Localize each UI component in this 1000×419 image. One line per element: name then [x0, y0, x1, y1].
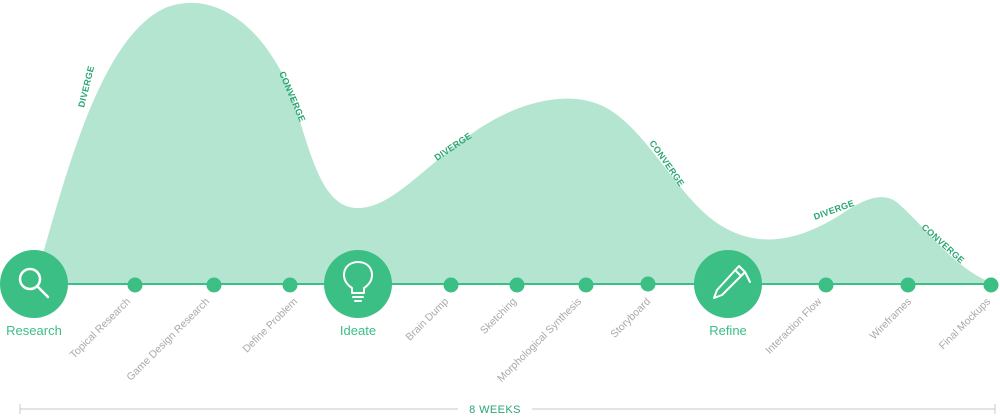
step-label-wireframes: Wireframes	[868, 296, 914, 342]
stage-research: Research	[0, 250, 68, 338]
step-dot-wireframes	[900, 277, 916, 293]
stage-ideate: Ideate	[324, 250, 392, 338]
step-dot-game-design-research	[206, 277, 222, 293]
stage-label-ideate: Ideate	[340, 323, 376, 338]
step-label-final-mockups: Final Mockups	[937, 296, 993, 352]
step-dot-sketching	[509, 277, 525, 293]
duration-label: 8 WEEKS	[469, 404, 521, 416]
process-curve	[34, 2, 995, 285]
stage-label-research: Research	[6, 323, 62, 338]
pen-icon	[713, 265, 751, 299]
step-dots	[127, 276, 999, 293]
step-label-sketching: Sketching	[478, 296, 519, 337]
magnifier-icon	[18, 267, 50, 299]
step-label-topical-research: Topical Research	[68, 296, 134, 362]
step-label-interaction-flow: Interaction Flow	[763, 295, 824, 356]
step-dot-morphological-synthesis	[578, 277, 594, 293]
step-dot-final-mockups	[983, 277, 999, 293]
step-dot-interaction-flow	[818, 277, 834, 293]
lightbulb-icon	[343, 261, 373, 302]
step-dot-define-problem	[282, 277, 298, 293]
step-label-game-design-research: Game Design Research	[124, 296, 212, 384]
stage-refine: Refine	[694, 250, 762, 338]
step-label-brain-dump: Brain Dump	[403, 296, 451, 344]
step-dot-brain-dump	[443, 277, 459, 293]
step-label-define-problem: Define Problem	[240, 295, 300, 355]
step-dot-topical-research	[127, 277, 143, 293]
step-label-storyboard: Storyboard	[608, 296, 653, 341]
stage-label-refine: Refine	[709, 323, 747, 338]
step-dot-storyboard	[640, 276, 656, 292]
duration-bracket	[19, 404, 996, 414]
